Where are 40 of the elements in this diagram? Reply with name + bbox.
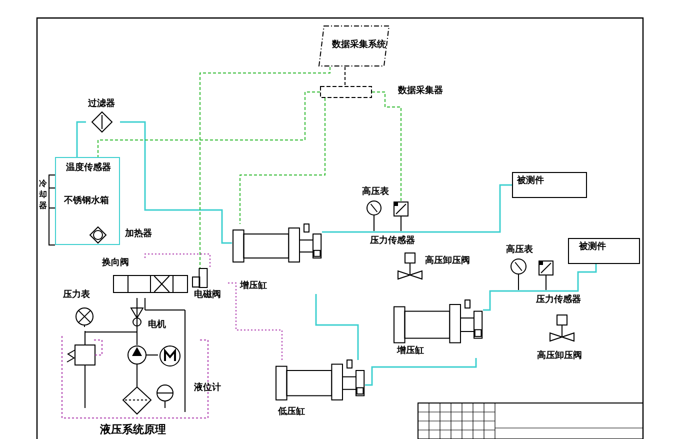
pipe-line xyxy=(365,358,477,386)
sensor-label: 温度传感器 xyxy=(66,163,111,174)
pipe-line xyxy=(76,121,86,157)
test-piece-label: 被测件 xyxy=(517,176,544,187)
cylinder-label: 增压缸 xyxy=(397,346,424,357)
gauge-label: 压力表 xyxy=(63,290,90,301)
signal-line xyxy=(144,254,210,268)
gauge-label: 高压表 xyxy=(362,187,389,198)
filter-label: 过滤器 xyxy=(88,99,115,110)
pipe-line xyxy=(120,121,232,244)
signal-line xyxy=(240,98,326,224)
signal-line xyxy=(372,92,402,202)
valve-label: 高压卸压阀 xyxy=(425,256,470,267)
system-label: 数据采集系统 xyxy=(332,40,386,51)
sensor-label: 压力传感器 xyxy=(370,236,415,247)
gauge-label: 高压表 xyxy=(506,245,533,256)
pipe-line xyxy=(322,184,512,233)
valve-label: 高压卸压阀 xyxy=(537,351,582,362)
cooler-label: 冷却器 xyxy=(39,178,48,211)
tank-label: 不锈钢水箱 xyxy=(64,196,109,207)
signal-line xyxy=(228,282,282,360)
signal-line xyxy=(98,92,320,158)
diagram-caption: 液压系统原理 xyxy=(100,424,166,435)
water-tank xyxy=(55,157,120,245)
test-piece-label: 被测件 xyxy=(579,242,606,253)
sensor-label: 压力传感器 xyxy=(536,295,581,306)
test-piece-box xyxy=(568,238,640,264)
pipe-line xyxy=(315,294,359,360)
cylinder-label: 增压缸 xyxy=(240,281,267,292)
valve-label: 换向阀 xyxy=(102,258,129,269)
signal-line xyxy=(344,66,346,86)
test-piece-box xyxy=(512,172,587,198)
valve-label: 电磁阀 xyxy=(194,290,221,301)
cylinder-label: 低压缸 xyxy=(278,407,305,418)
level-gauge-label: 液位计 xyxy=(194,383,221,394)
heater-label: 加热器 xyxy=(125,229,152,240)
motor-label: 电机 xyxy=(148,320,166,331)
pipe-line xyxy=(483,264,597,311)
signal-line xyxy=(200,66,330,268)
collector-label: 数据采集器 xyxy=(398,86,443,97)
